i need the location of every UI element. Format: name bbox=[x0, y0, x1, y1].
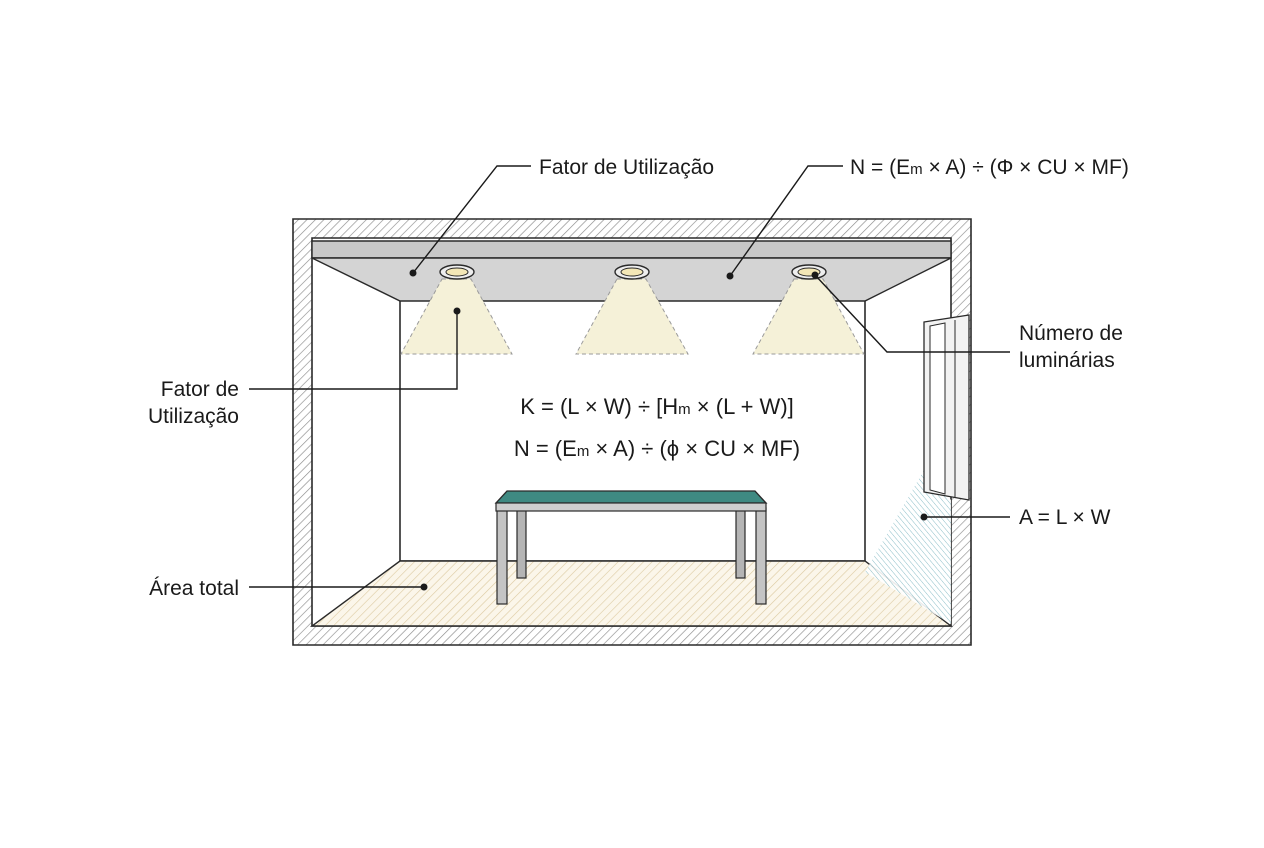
luminaire-1 bbox=[439, 264, 475, 280]
luminaire-3 bbox=[791, 264, 827, 280]
leader-lines bbox=[249, 165, 1010, 591]
label-utilization-factor-left: Fator de bbox=[161, 378, 239, 401]
label-number-of-luminaires-line2: luminárias bbox=[1019, 349, 1115, 372]
label-number-of-luminaires: Número de bbox=[1019, 322, 1123, 345]
light-cone-2 bbox=[575, 278, 689, 355]
label-utilization-factor-left-line2: Utilização bbox=[148, 405, 239, 428]
label-utilization-factor-top: Fator de Utilização bbox=[539, 156, 714, 179]
light-cones bbox=[400, 278, 865, 355]
window bbox=[923, 314, 970, 501]
label-luminaires-formula-top: N = (Em × A) ÷ (Φ × CU × MF) bbox=[850, 156, 1129, 179]
window-light bbox=[865, 470, 951, 624]
label-total-area: Área total bbox=[149, 577, 239, 600]
luminaires-formula: N = (Em × A) ÷ (ϕ × CU × MF) bbox=[514, 436, 800, 461]
light-cone-3 bbox=[752, 278, 865, 355]
table-top bbox=[494, 490, 768, 504]
table bbox=[494, 490, 768, 605]
room-index-formula: K = (L × W) ÷ [Hm × (L + W)] bbox=[520, 394, 794, 419]
label-area-formula: A = L × W bbox=[1019, 506, 1111, 529]
floor-area bbox=[309, 560, 954, 627]
luminaire-2 bbox=[614, 264, 650, 280]
